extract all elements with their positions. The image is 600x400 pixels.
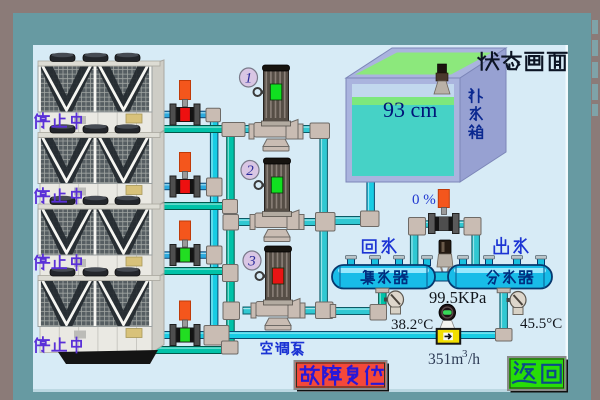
- svg-text:2: 2: [246, 163, 254, 179]
- svg-text:38.2°C: 38.2°C: [391, 317, 433, 333]
- svg-text:3: 3: [247, 254, 256, 270]
- svg-text:93 cm: 93 cm: [383, 97, 437, 122]
- svg-text:351m: 351m: [428, 351, 463, 368]
- svg-text:/h: /h: [468, 351, 480, 368]
- svg-text:45.5°C: 45.5°C: [520, 316, 562, 332]
- svg-text:0 %: 0 %: [412, 192, 436, 208]
- svg-text:99.5KPa: 99.5KPa: [429, 288, 487, 307]
- svg-text:3: 3: [462, 348, 468, 360]
- svg-text:1: 1: [245, 71, 253, 87]
